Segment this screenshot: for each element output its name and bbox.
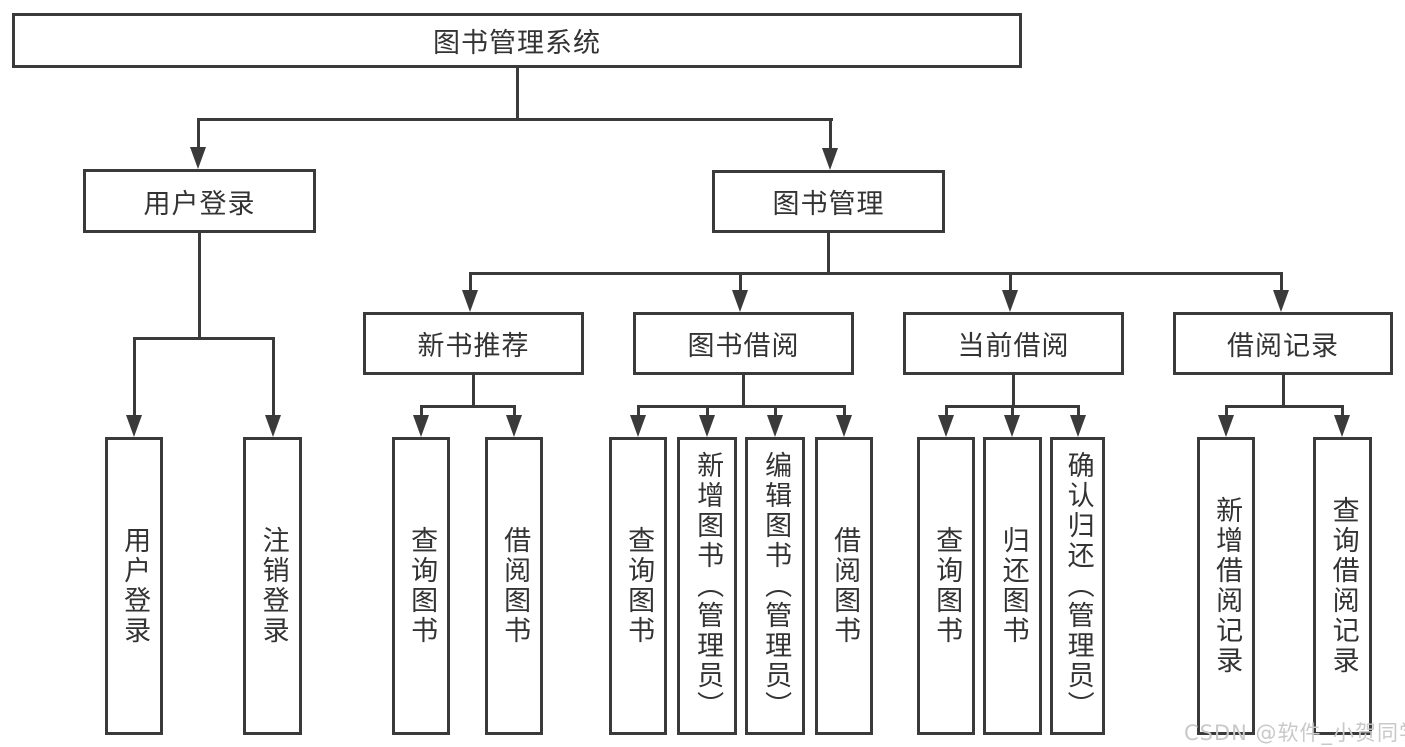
connector-line [197,118,200,147]
leaf-bor-query-books-label: 查询图书 [623,526,655,646]
connector-line [843,405,846,415]
connector-line [1282,375,1285,405]
node-borrow-records-label: 借阅记录 [1227,331,1339,362]
leaf-rec-query-books-label: 查询图书 [406,526,438,646]
leaf-logout-label: 注销登录 [257,526,289,646]
connector-line [1077,405,1080,415]
node-current-borrow: 当前借阅 [903,312,1124,375]
arrowhead-icon [822,148,838,170]
node-book-borrow: 图书借阅 [633,312,854,375]
connector-line [1225,405,1228,415]
arrowhead-icon [630,415,646,437]
connector-line [945,405,948,415]
connector-line [739,272,742,290]
arrowhead-icon [265,415,281,437]
leaf-logout: 注销登录 [243,437,302,735]
connector-line [1280,272,1283,290]
node-book-borrow-label: 图书借阅 [687,331,800,362]
connector-line [420,405,423,415]
connector-line [1011,405,1014,415]
connector-line [1012,375,1015,405]
leaf-cur-return-books: 归还图书 [983,437,1042,735]
connector-line [198,233,201,340]
leaf-user-login: 用户登录 [105,437,163,735]
connector-line [469,272,472,290]
connector-line [197,118,833,121]
leaf-rec-borrow-books: 借阅图书 [485,437,543,735]
node-user-login-label: 用户登录 [143,188,256,220]
connector-line [133,337,275,340]
leaf-cur-query-books-label: 查询图书 [931,526,963,646]
arrowhead-icon [699,415,715,437]
leaf-log-add-borrow-record-label: 新增借阅记录 [1211,496,1243,676]
leaf-cur-confirm-return-admin: 确认归还（管理员） [1050,437,1105,735]
leaf-cur-return-books-label: 归还图书 [997,526,1029,646]
leaf-bor-edit-books-admin-label: 编辑图书（管理员） [760,451,792,721]
leaf-user-login-label: 用户登录 [119,526,151,646]
node-borrow-records: 借阅记录 [1173,312,1393,375]
arrowhead-icon [836,415,852,437]
connector-line [516,68,519,121]
arrowhead-icon [462,290,478,312]
connector-line [1009,272,1012,290]
arrowhead-icon [1273,290,1289,312]
connector-line [513,405,516,415]
node-root-label: 图书管理系统 [433,28,601,59]
arrowhead-icon [506,415,522,437]
connector-line [420,405,516,408]
arrowhead-icon [938,415,954,437]
leaf-bor-query-books: 查询图书 [609,437,667,735]
connector-line [774,405,777,415]
connector-line [706,405,709,415]
connector-line [637,405,640,415]
leaf-rec-query-books: 查询图书 [392,437,450,735]
arrowhead-icon [1002,290,1018,312]
arrowhead-icon [1070,415,1086,437]
leaf-bor-borrow-books-label: 借阅图书 [829,526,861,646]
node-new-book-recommend: 新书推荐 [363,312,584,375]
connector-line [1225,405,1344,408]
arrowhead-icon [1334,415,1350,437]
arrowhead-icon [1004,415,1020,437]
leaf-rec-borrow-books-label: 借阅图书 [499,526,531,646]
connector-line [469,272,1283,275]
node-root: 图书管理系统 [12,13,1022,68]
arrowhead-icon [190,147,206,169]
node-book-management-label: 图书管理 [772,189,885,220]
node-new-book-recommend-label: 新书推荐 [417,331,530,362]
connector-line [1341,405,1344,415]
leaf-cur-query-books: 查询图书 [917,437,975,735]
arrowhead-icon [732,290,748,312]
connector-line [829,118,832,148]
leaf-bor-borrow-books: 借阅图书 [815,437,873,735]
csdn-watermark: CSDN @软件_小贺同学 [1184,721,1405,745]
arrowhead-icon [413,415,429,437]
connector-line [827,233,830,275]
leaf-log-add-borrow-record: 新增借阅记录 [1197,437,1255,735]
node-user-login: 用户登录 [83,169,316,233]
leaf-bor-add-books-admin: 新增图书（管理员） [677,437,737,735]
connector-line [742,375,745,405]
connector-line [272,337,275,415]
connector-line [637,405,846,408]
connector-line [133,337,136,415]
leaf-cur-confirm-return-admin-label: 确认归还（管理员） [1062,451,1094,721]
node-book-management: 图书管理 [712,170,945,233]
leaf-log-query-borrow-record-label: 查询借阅记录 [1327,496,1359,676]
arrowhead-icon [1218,415,1234,437]
connector-line [472,375,475,405]
arrowhead-icon [126,415,142,437]
leaf-bor-add-books-admin-label: 新增图书（管理员） [692,451,724,721]
node-current-borrow-label: 当前借阅 [957,331,1070,362]
arrowhead-icon [767,415,783,437]
leaf-bor-edit-books-admin: 编辑图书（管理员） [745,437,805,735]
leaf-log-query-borrow-record: 查询借阅记录 [1313,437,1372,735]
